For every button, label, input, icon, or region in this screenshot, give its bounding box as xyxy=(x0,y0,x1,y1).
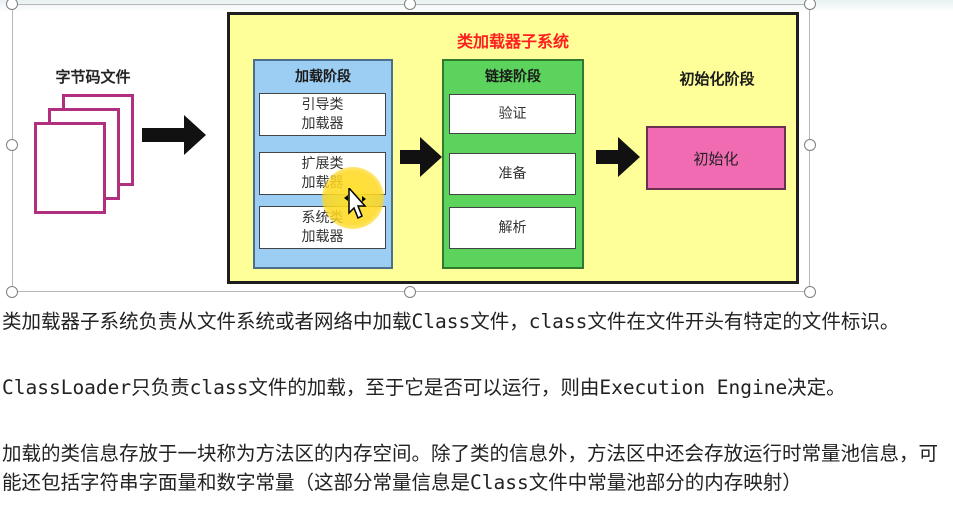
paragraph-classloader-responsibility: ClassLoader只负责class文件的加载，至于它是否可以运行，则由Exe… xyxy=(2,376,846,399)
loader-label-line2: 加载器 xyxy=(301,228,344,245)
loader-label-line1: 扩展类 xyxy=(301,155,344,172)
verify-step: 验证 xyxy=(449,94,576,134)
resize-handle-top-center[interactable] xyxy=(404,0,416,10)
move-cursor-icon xyxy=(344,188,367,220)
resize-handle-top-left[interactable] xyxy=(6,0,18,10)
resize-handle-bottom-center[interactable] xyxy=(404,286,416,298)
initialization-box: 初始化 xyxy=(646,126,786,190)
initialization-stage-title: 初始化阶段 xyxy=(679,70,755,88)
resolve-step: 解析 xyxy=(449,207,576,249)
resize-handle-bottom-left[interactable] xyxy=(6,286,18,298)
bytecode-files-title: 字节码文件 xyxy=(55,68,131,86)
paragraph-subsystem-description: 类加载器子系统负责从文件系统或者网络中加载Class文件，class文件在文件开… xyxy=(2,310,900,333)
bytecode-file-page xyxy=(34,122,106,214)
bootstrap-class-loader: 引导类加载器 xyxy=(259,93,386,136)
resize-handle-top-right[interactable] xyxy=(804,0,816,10)
subsystem-title: 类加载器子系统 xyxy=(456,32,569,51)
prepare-step: 准备 xyxy=(449,153,576,195)
top-bar xyxy=(0,0,953,12)
linking-stage-title: 链接阶段 xyxy=(485,69,541,85)
loader-label-line2: 加载器 xyxy=(301,115,344,132)
resize-handle-bottom-right[interactable] xyxy=(804,286,816,298)
loader-label-line1: 引导类 xyxy=(301,96,344,113)
resize-handle-middle-right[interactable] xyxy=(804,139,816,151)
loading-stage-title: 加载阶段 xyxy=(295,69,351,85)
paragraph-method-area: 加载的类信息存放于一块称为方法区的内存空间。除了类的信息外，方法区中还会存放运行… xyxy=(2,442,939,494)
resize-handle-middle-left[interactable] xyxy=(6,139,18,151)
